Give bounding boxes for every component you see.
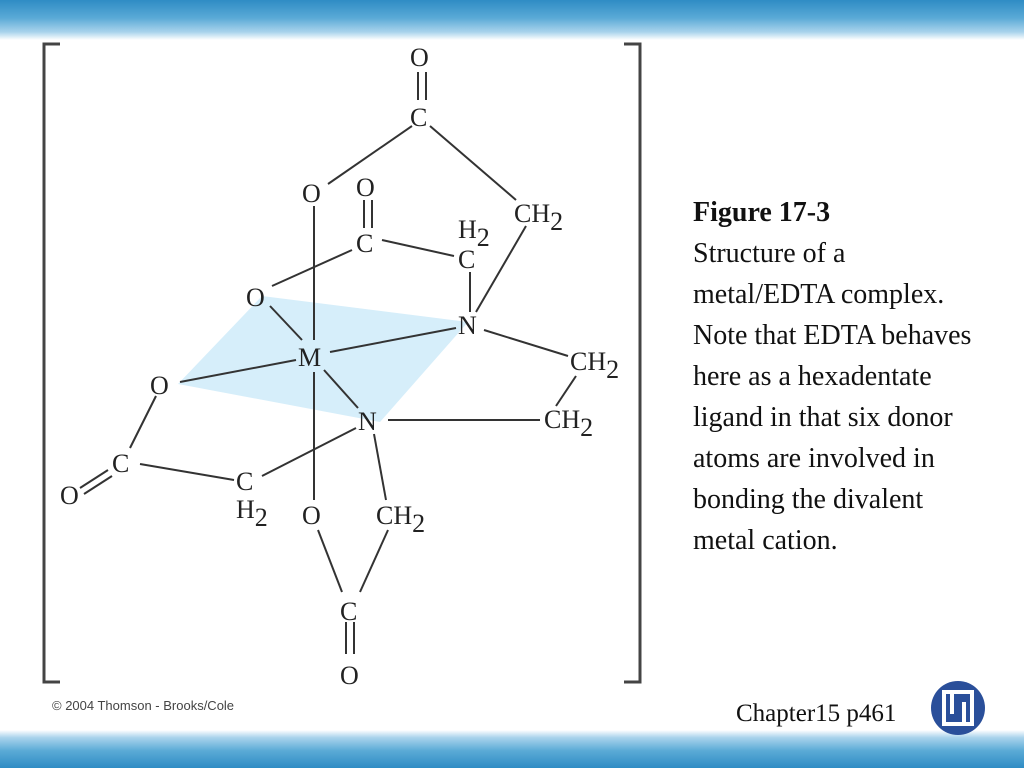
- atom-c-top: C: [410, 103, 427, 132]
- atom-n-lower: N: [358, 407, 377, 436]
- atom-o-bottom-mid: O: [302, 501, 321, 530]
- right-bracket: [624, 42, 642, 684]
- page-number: 461: [858, 700, 897, 727]
- bonds: [79, 72, 577, 654]
- chapter-reference: Chapter15 p461: [736, 700, 896, 728]
- atom-c-h2-lower: C: [236, 467, 253, 496]
- edta-structure-diagram: O C O O C H2 C CH2 O N M O CH2 N CH2 C O…: [42, 42, 642, 690]
- figure-caption: Figure 17-3 Structure of a metal/EDTA co…: [693, 192, 973, 561]
- bottom-banner: [0, 730, 1024, 768]
- top-banner: [0, 0, 1024, 40]
- coordination-plane: [178, 296, 468, 422]
- atom-ch2-bottom: CH2: [376, 501, 425, 538]
- atom-ch2-top-right: CH2: [514, 199, 563, 236]
- atom-c-mid: C: [356, 229, 373, 258]
- atom-o-left: O: [246, 283, 265, 312]
- figure-title: Figure 17-3: [693, 197, 831, 228]
- atom-o-top: O: [410, 43, 429, 72]
- atom-n-upper: N: [458, 311, 477, 340]
- atom-ch2-right-lower: CH2: [544, 405, 593, 442]
- atom-c-bottom: C: [340, 597, 357, 626]
- atom-o-carbonyl-mid: O: [356, 173, 375, 202]
- publisher-logo-icon: [931, 681, 985, 735]
- atom-o-bottom: O: [340, 661, 359, 690]
- atom-ch2-right-upper: CH2: [570, 347, 619, 384]
- atom-c-h2-upper: C: [458, 245, 475, 274]
- copyright-notice: © 2004 Thomson - Brooks/Cole: [52, 698, 235, 713]
- atom-h2-upper: H2: [458, 215, 490, 252]
- atom-c-lower-left: C: [112, 449, 129, 478]
- atom-o-lower-left: O: [60, 481, 79, 510]
- chapter-label: Chapter15 p: [736, 700, 859, 727]
- figure-description: Structure of a metal/EDTA complex. Note …: [693, 238, 972, 556]
- atom-o-far-left: O: [150, 371, 169, 400]
- atom-h2-lower: H2: [236, 495, 268, 532]
- left-bracket: [42, 42, 60, 684]
- atom-m-center: M: [298, 343, 321, 372]
- atom-o-upper-left: O: [302, 179, 321, 208]
